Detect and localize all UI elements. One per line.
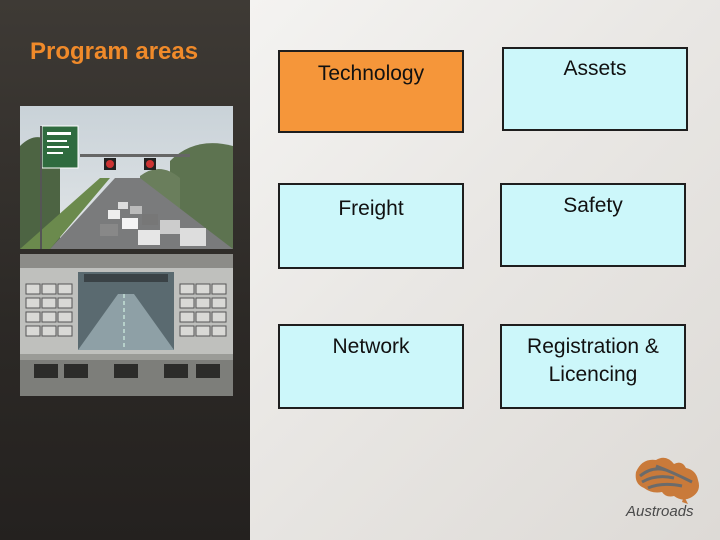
traffic-control-room-photo (20, 254, 233, 396)
area-registration-licencing[interactable]: Registration & Licencing (500, 324, 686, 409)
austroads-logo (635, 457, 699, 504)
page-title: Program areas (30, 38, 199, 65)
sidebar: Program areas (0, 0, 250, 540)
austroads-logo-text: Austroads (626, 503, 694, 520)
area-technology[interactable]: Technology (278, 50, 464, 133)
area-safety[interactable]: Safety (500, 183, 686, 267)
area-freight[interactable]: Freight (278, 183, 464, 269)
area-network[interactable]: Network (278, 324, 464, 409)
area-assets[interactable]: Assets (502, 47, 688, 131)
highway-traffic-photo (20, 106, 233, 249)
